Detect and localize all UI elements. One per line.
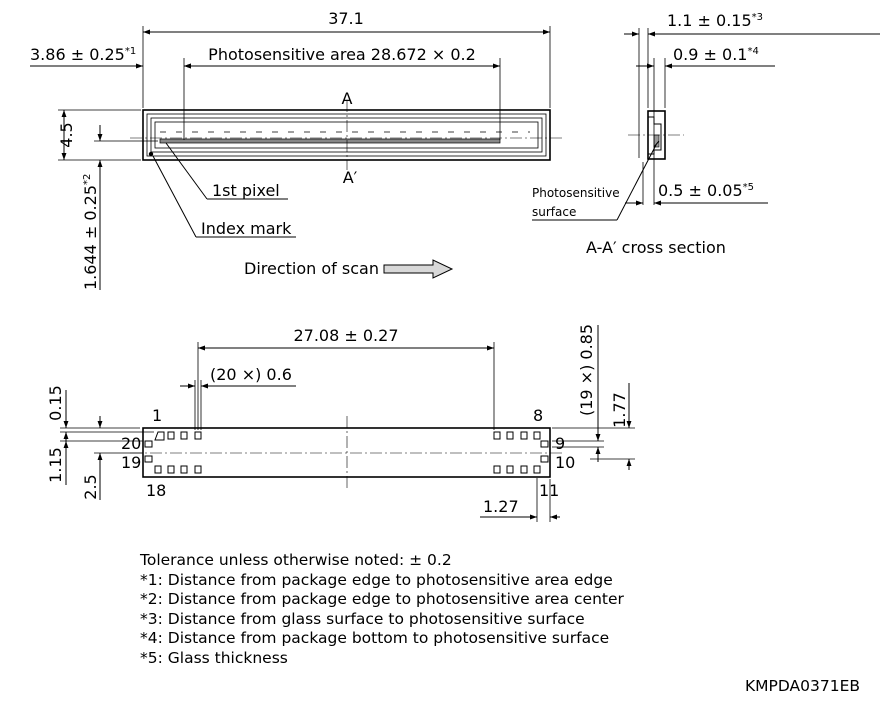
svg-text:1.644 ± 0.25*2: 1.644 ± 0.25*2 [81, 174, 100, 290]
pad [167, 431, 175, 440]
dim-127-label: 1.27 [483, 497, 519, 516]
pad [520, 431, 528, 440]
index-mark-label: Index mark [201, 219, 292, 238]
pad-pitch-top-label: (20 ×) 0.6 [210, 365, 292, 384]
pad-pin-10 [540, 455, 549, 463]
pad-pitch-side-label: (19 ×) 0.85 [577, 324, 596, 416]
pin-9-label: 9 [555, 434, 565, 453]
notes: Tolerance unless otherwise noted: ± 0.2 … [140, 551, 624, 669]
svg-text:3.86 ± 0.25*1: 3.86 ± 0.25*1 [30, 45, 136, 64]
dim-177-label: 1.77 [610, 392, 629, 428]
edge-offset-label: 3.86 ± 0.25 [30, 45, 125, 64]
pad [506, 465, 514, 474]
pad-pin-19 [144, 455, 153, 463]
pad-pin-18 [154, 465, 162, 474]
pin-18-label: 18 [146, 481, 166, 500]
photosensitive-surface-label-2: surface [532, 205, 576, 219]
pad-pin-9 [540, 440, 549, 448]
pad [520, 465, 528, 474]
note-1: *1: Distance from package edge to photos… [140, 570, 613, 589]
pad [180, 431, 188, 440]
dim-25-label: 2.5 [81, 474, 100, 499]
cross-section-title: A-A′ cross section [586, 238, 726, 257]
pad [194, 431, 202, 440]
package-outline [142, 109, 551, 161]
bottom-package-outline [142, 427, 551, 478]
center-offset-label: 1.644 ± 0.25 [81, 185, 100, 290]
note-5: *5: Glass thickness [140, 648, 288, 667]
drawing-code: KMPDA0371EB [744, 677, 860, 695]
height-label: 4.5 [57, 122, 76, 147]
note-4: *4: Distance from package bottom to phot… [140, 629, 610, 648]
glass-to-surface-label: 1.1 ± 0.15 [667, 11, 752, 30]
pad [506, 431, 514, 440]
pin-10-label: 10 [555, 453, 575, 472]
pin-11-label: 11 [539, 481, 559, 500]
pad [493, 465, 501, 474]
pad-pin-8 [533, 431, 541, 440]
section-a-prime-label: A′ [343, 168, 358, 187]
pin-8-label: 8 [533, 406, 543, 425]
pad [180, 465, 188, 474]
pin-1-label: 1 [152, 406, 162, 425]
overall-length-label: 37.1 [328, 9, 364, 28]
note-2: *2: Distance from package edge to photos… [140, 590, 624, 609]
pad [194, 465, 202, 474]
photosensitive-surface-label-1: Photosensitive [532, 186, 620, 200]
scan-direction-label: Direction of scan [244, 259, 379, 278]
dim-015-label: 0.15 [46, 385, 65, 421]
cross-section: 1.1 ± 0.15*3 0.9 ± 0.1*4 0.5 ± 0.05*5 Ph… [532, 11, 880, 257]
dim-115-label: 1.15 [46, 447, 65, 483]
pin-19-label: 19 [121, 453, 141, 472]
note-3: *3: Distance from glass surface to photo… [140, 609, 585, 628]
first-pixel-label: 1st pixel [212, 181, 280, 200]
pin-20-label: 20 [121, 434, 141, 453]
bottom-to-surface-label: 0.9 ± 0.1 [673, 45, 747, 64]
pad [493, 431, 501, 440]
scan-direction-arrow [383, 259, 454, 279]
pad-pin-1 [154, 431, 165, 441]
svg-text:1.1 ± 0.15*3: 1.1 ± 0.15*3 [667, 11, 763, 30]
svg-text:0.9 ± 0.1*4: 0.9 ± 0.1*4 [673, 45, 759, 64]
glass-thickness-label: 0.5 ± 0.05 [658, 181, 743, 200]
pad-span-label: 27.08 ± 0.27 [293, 326, 398, 345]
pad [167, 465, 175, 474]
note-tolerance: Tolerance unless otherwise noted: ± 0.2 [140, 551, 452, 569]
bottom-view: 1 8 9 10 11 18 19 20 27.08 ± 0.27 (20 ×)… [46, 324, 635, 522]
section-a-label: A [342, 89, 353, 108]
pad-pin-11 [533, 465, 541, 474]
index-mark [148, 151, 154, 157]
photosensitive-area [159, 138, 501, 144]
photosensitive-area-label: Photosensitive area 28.672 × 0.2 [208, 45, 476, 64]
top-view: 37.1 3.86 ± 0.25*1 Photosensitive area 2… [30, 9, 565, 290]
svg-text:0.5 ± 0.05*5: 0.5 ± 0.05*5 [658, 181, 754, 200]
pad-pin-20 [144, 440, 153, 448]
